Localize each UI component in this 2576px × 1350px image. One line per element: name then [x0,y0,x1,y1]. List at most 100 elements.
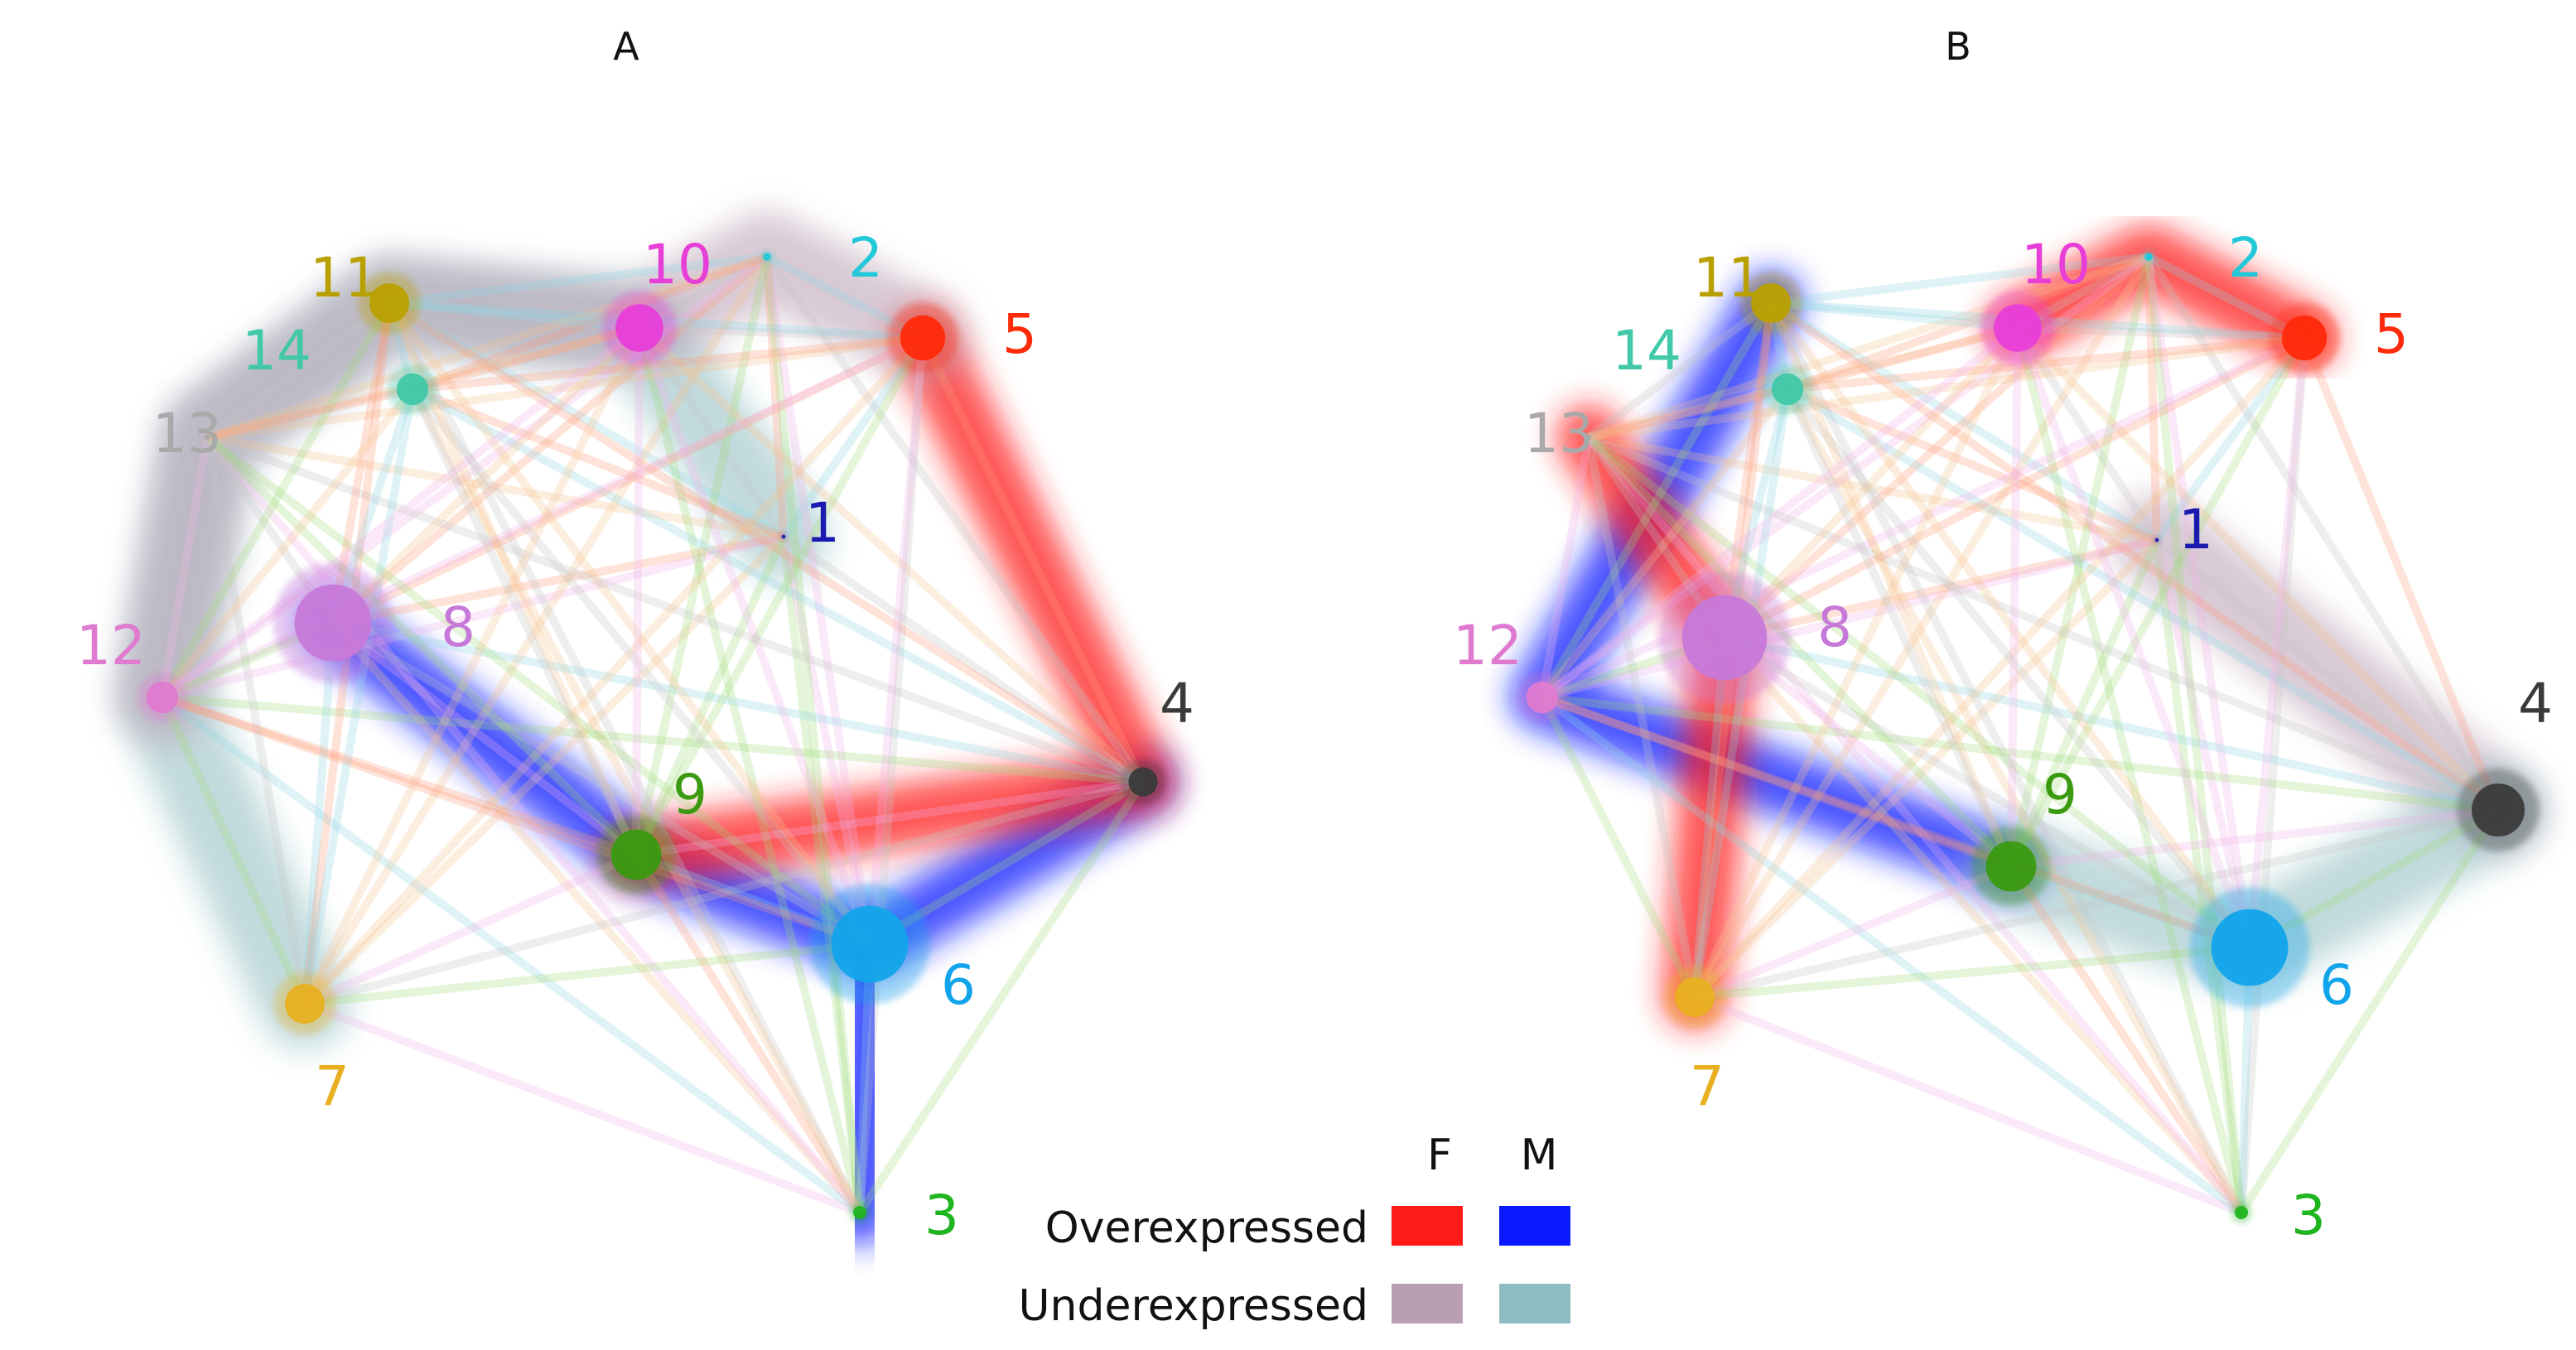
edge-5-8 [330,334,925,627]
edge-7-9 [1693,862,2013,1001]
node-label-5: 5 [1002,302,1037,366]
node-core-10 [1994,304,2042,352]
edge-2-8 [1721,253,2152,641]
node-13 [203,433,211,441]
edge-3-8 [330,620,863,1216]
edge-6-14 [409,386,873,947]
node-core-12 [146,681,179,714]
edge-10-14 [1786,324,2019,393]
legend-label-overexpressed: Overexpressed [1045,1203,1368,1253]
edge-1-7 [1691,537,2160,1000]
edge-1-4 [2154,537,2501,813]
node-label-4: 4 [2518,672,2553,735]
node-8 [273,562,393,683]
node-label-6: 6 [941,953,976,1017]
node-10 [1980,291,2055,365]
edge-4-14 [410,385,1146,786]
edge-1-12 [161,533,785,702]
edge-4-12 [1541,693,2499,814]
node-core-7 [1675,977,1715,1017]
node-core-2 [763,253,771,261]
node-label-5: 5 [2374,302,2409,366]
edge-1-3 [2153,539,2246,1213]
edge-3-8 [1721,634,2245,1216]
edge-10-11 [1770,299,2019,332]
edge-10-14 [411,324,641,393]
legend-swatch-over-m [1499,1206,1570,1246]
edge-4-9 [635,778,1144,859]
node-2 [760,250,774,263]
edge-5-13 [1588,334,2305,441]
edge-5-7 [301,335,926,1007]
node-core-14 [1771,373,1804,406]
edge-5-14 [1787,334,2305,393]
edge-5-8 [1722,334,2307,642]
edge-1-9 [2007,538,2161,869]
edge-6-13 [204,434,873,947]
edge-6-13 [1585,434,2253,951]
edge-12-14 [159,386,416,701]
node-label-11: 11 [1693,246,1763,310]
edge-1-11 [387,299,786,541]
edge-3-14 [1783,387,2246,1215]
node-core-10 [615,304,663,352]
node-9 [596,815,676,894]
edge-4-11 [387,299,1146,786]
edge-1-2 [2144,256,2161,541]
edge-7-9 [302,851,639,1008]
edge-2-6 [763,256,874,945]
edge-1-8 [332,533,784,627]
edge-9-13 [204,434,639,858]
edge-7-8 [301,622,337,1005]
node-11 [358,272,421,335]
edge-3-12 [1540,693,2244,1217]
node-5 [887,302,958,374]
edge-9-10 [632,327,644,856]
edge-12-14 [1539,386,1791,701]
node-label-4: 4 [1160,672,1194,735]
edge-11-12 [158,301,393,700]
edge-11-13 [205,299,392,441]
edge-13-14 [1587,385,1789,441]
edge-1-5 [779,335,927,539]
edge-2-13 [205,253,769,441]
node-4 [1120,759,1166,805]
edge-7-10 [1691,325,2022,1000]
node-core-5 [2281,315,2328,361]
edge-5-7 [1691,335,2308,1000]
panel-a-title: A [613,24,639,69]
node-core-11 [369,283,409,323]
node-1 [2154,537,2160,543]
edge-2-7 [301,254,771,1006]
edge-3-10 [2014,326,2246,1214]
edge-2-9 [632,255,771,856]
node-label-9: 9 [673,763,707,827]
edge-1-5 [2153,335,2308,542]
node-label-13: 13 [1524,402,1594,465]
edge-4-13 [205,433,1145,786]
edge-2-11 [1770,253,2149,307]
node-label-3: 3 [924,1184,959,1247]
node-label-9: 9 [2043,763,2077,827]
node-label-12: 12 [76,614,146,677]
edge-9-14 [1783,387,2015,869]
legend-header-m: M [1521,1131,1558,1180]
node-core-13 [1585,434,1592,441]
node-label-2: 2 [848,226,883,290]
node-core-14 [396,373,429,406]
edge-6-12 [1541,693,2251,952]
node-8 [1658,571,1791,704]
node-label-14: 14 [1612,319,1681,383]
node-label-14: 14 [242,319,311,383]
node-core-13 [204,434,210,441]
edge-1-14 [411,385,785,541]
edge-6-7 [1694,943,2250,1001]
edge-12-13 [158,436,211,698]
edge-3-12 [160,693,862,1217]
node-11 [1739,272,1802,335]
node-label-8: 8 [441,595,475,659]
edge-1-12 [1541,536,2159,702]
edge-5-6 [2246,337,2308,948]
